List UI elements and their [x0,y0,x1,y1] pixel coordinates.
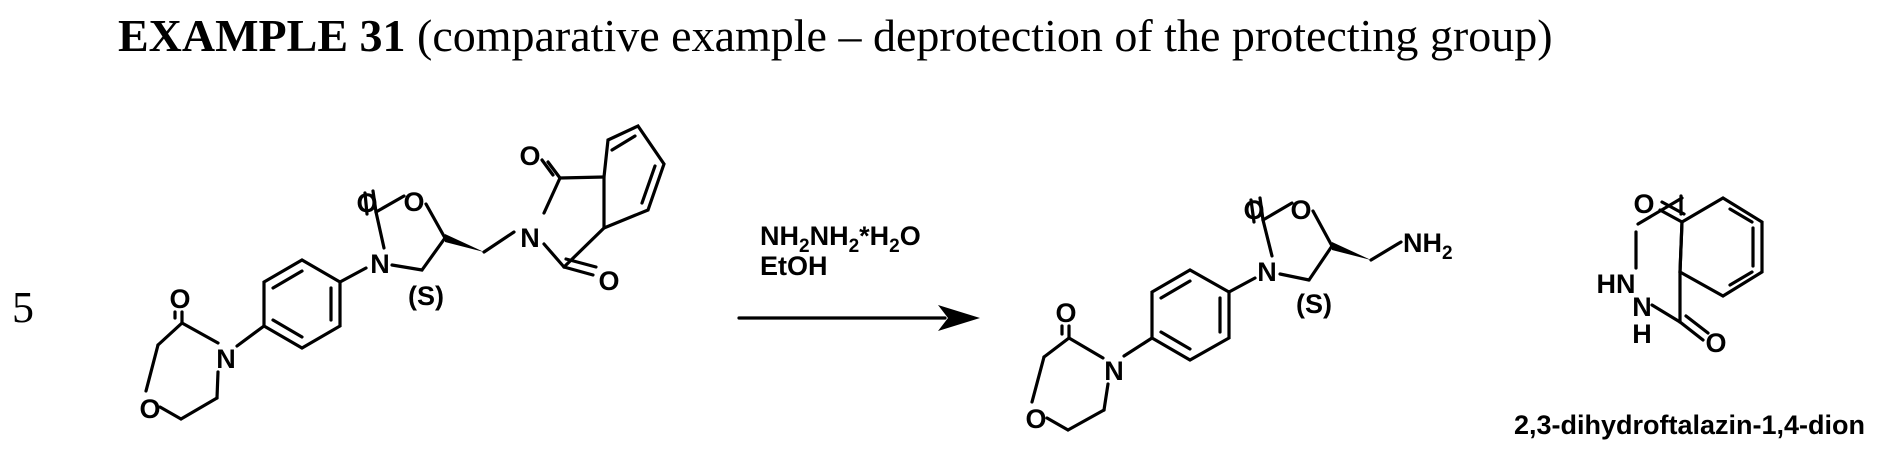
reactant-ring-n: N [370,249,390,279]
reaction-conditions: NH2NH2*H2O EtOH [737,221,980,331]
byproduct-hn: HN [1597,269,1636,299]
product-amine: NH2 [1403,228,1453,264]
reagent-line-1: NH2NH2*H2O [760,221,921,257]
byproduct-name: 2,3-dihydroftalazin-1,4-dion [1514,410,1865,440]
reactant-morpholinone-ring-o: O [139,394,160,424]
product-oxazolidinone-ring [1249,196,1334,282]
reactant-carbonyl-o: O [356,188,377,218]
product-morpholinone-o: O [1055,298,1076,328]
product-carbonyl-o: O [1243,195,1264,225]
example-description: (comparative example – deprotection of t… [417,10,1553,61]
product-morpholinone-n: N [1104,356,1124,386]
reactant-phenyl-ring [262,258,342,350]
reactant-phthalimide-o-top: O [519,141,540,171]
reactant-oxazolidinone-ring [363,189,447,272]
reactant-stereo-label: (S) [408,281,444,311]
product-structure: O O N (S) NH2 O N O [1025,195,1452,434]
byproduct-benzo-ring [1678,196,1764,298]
reactant-phthalimide [540,123,666,277]
product-stereo-label: (S) [1296,289,1332,319]
reactant-phthalimide-o-bottom: O [598,266,619,296]
reactant-morpholinone-n: N [216,344,236,374]
reactant-morpholinone-ring [144,310,220,421]
reaction-arrow-head [938,305,980,331]
byproduct-n: N [1632,292,1652,322]
example-heading: EXAMPLE 31 (comparative example – deprot… [118,8,1553,64]
line-number: 5 [12,283,34,332]
reactant-phthalimide-n: N [520,223,540,253]
byproduct-structure: O HN N H O 2,3-dihydroftalazin-1,4-dion [1514,189,1865,440]
reactant-structure: O O N (S) N O O O N O [139,123,666,424]
product-phenyl-ring [1150,268,1231,362]
byproduct-o-bottom: O [1705,328,1726,358]
byproduct-h: H [1632,319,1652,349]
product-morpholinone-ring [1030,324,1110,432]
reagent-line-2: EtOH [760,251,828,281]
product-ring-o: O [1290,195,1311,225]
product-ring-n: N [1257,257,1277,287]
byproduct-o-top: O [1633,189,1654,219]
example-label: EXAMPLE 31 [118,10,406,61]
reactant-ring-o: O [403,187,424,217]
product-morpholinone-ring-o: O [1025,404,1046,434]
reactant-morpholinone-o: O [169,284,190,314]
